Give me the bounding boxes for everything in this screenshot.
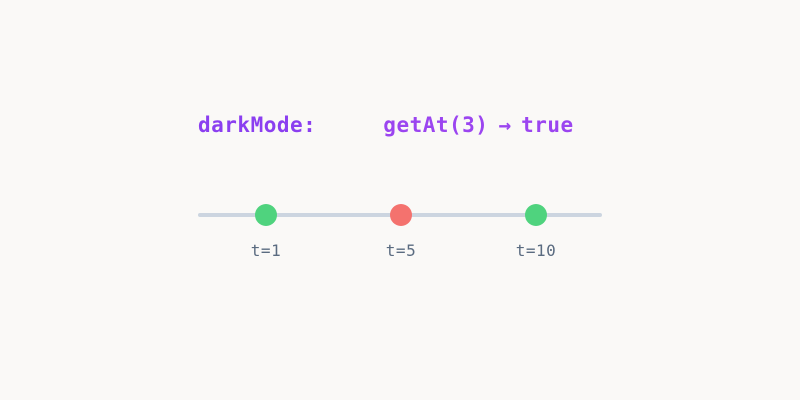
get-at-call-text: getAt(3) — [383, 112, 489, 137]
variable-name-label: darkMode: — [198, 112, 317, 137]
timeline-label-t5: t=5 — [385, 241, 417, 260]
timeline-node-t1[interactable] — [255, 204, 277, 226]
result-value-text: true — [521, 112, 574, 137]
timeline-label-t10: t=10 — [515, 241, 557, 260]
expression-row: darkMode: getAt(3) → true — [198, 108, 638, 142]
arrow-left-spacer — [488, 125, 498, 126]
right-arrow-icon: → — [498, 112, 512, 137]
timeline-node-t5[interactable] — [390, 204, 412, 226]
timeline-node-t10[interactable] — [525, 204, 547, 226]
expression-spacer — [316, 125, 383, 126]
timeline-label-t1: t=1 — [250, 241, 282, 260]
arrow-right-spacer — [511, 125, 521, 126]
